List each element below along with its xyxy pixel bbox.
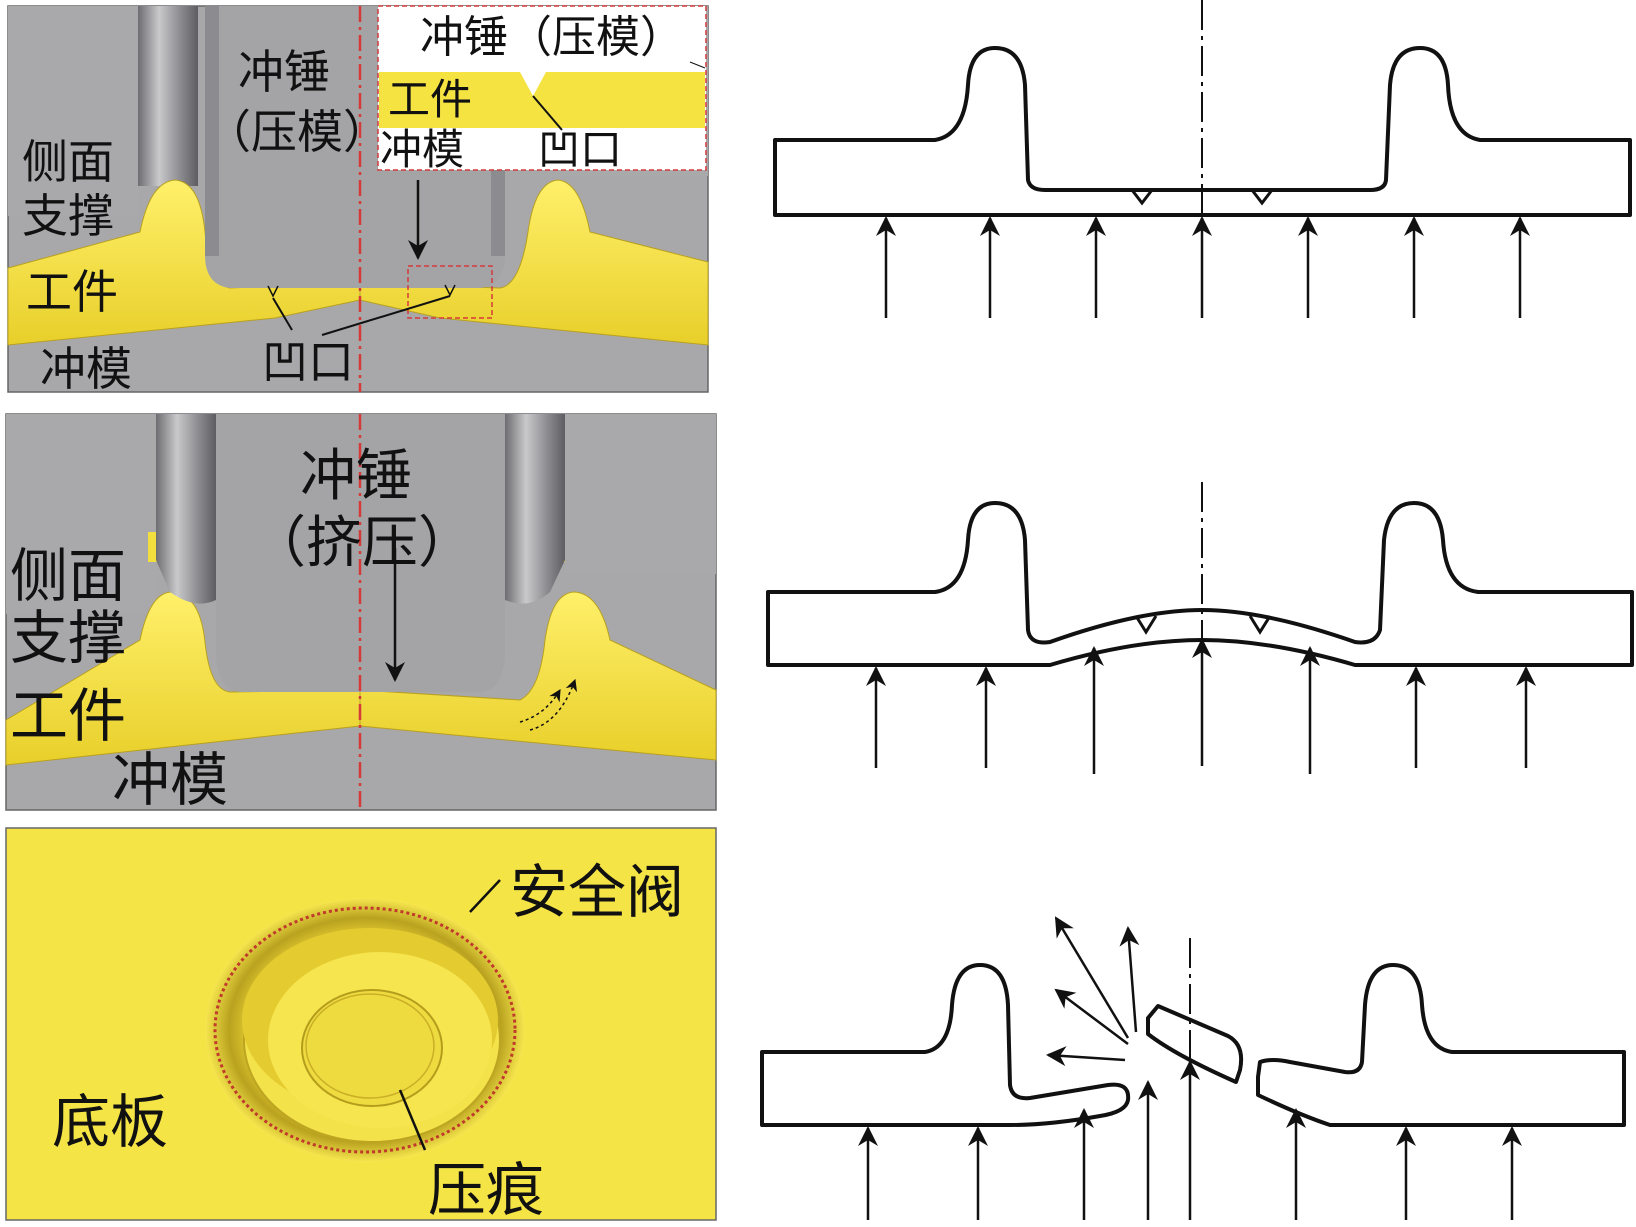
notch-label-1: 凹口	[262, 335, 354, 389]
workpiece-label-1: 工件	[26, 265, 118, 319]
hammer-sub-label-2: （挤压）	[250, 511, 474, 576]
indentation-label: 压痕	[428, 1156, 544, 1224]
panel-2-cross-section: 侧面 支撑 冲锤 （挤压） 工件 冲模	[5, 413, 717, 814]
die-label-2: 冲模	[112, 746, 228, 814]
hammer-label-2: 冲锤	[300, 444, 412, 509]
hammer-sub-label-1: （压模）	[205, 105, 389, 159]
side-support-label-1b: 支撑	[22, 189, 114, 243]
workpiece-label-2: 工件	[10, 682, 126, 750]
schematic-1-initial	[773, 0, 1632, 320]
side-support-label-1a: 侧面	[22, 135, 114, 189]
schematic-2-bulging	[766, 482, 1634, 774]
side-support-label-2a: 侧面	[10, 542, 126, 610]
inset-die-label: 冲模	[380, 125, 464, 174]
base-plate-label: 底板	[52, 1088, 168, 1156]
safety-valve-label: 安全阀	[510, 858, 684, 926]
schematic-3-rupture	[760, 916, 1626, 1220]
inset-detail: 冲锤（压模） 工件 冲模 凹口	[377, 5, 707, 174]
panel-1-cross-section: 冲锤（压模） 工件 冲模 凹口 侧面 支撑 冲锤 （压模） 工件 冲模 凹口	[7, 5, 709, 396]
panel-3-safety-valve-view: 安全阀 底板 压痕	[5, 827, 717, 1224]
hammer-label-1: 冲锤	[238, 45, 330, 99]
inset-notch-label: 凹口	[538, 125, 622, 174]
inset-hammer-label: 冲锤（压模）	[420, 12, 684, 63]
inset-workpiece-label: 工件	[388, 75, 472, 124]
side-support-label-2b: 支撑	[10, 604, 126, 672]
die-label-1: 冲模	[40, 342, 132, 396]
